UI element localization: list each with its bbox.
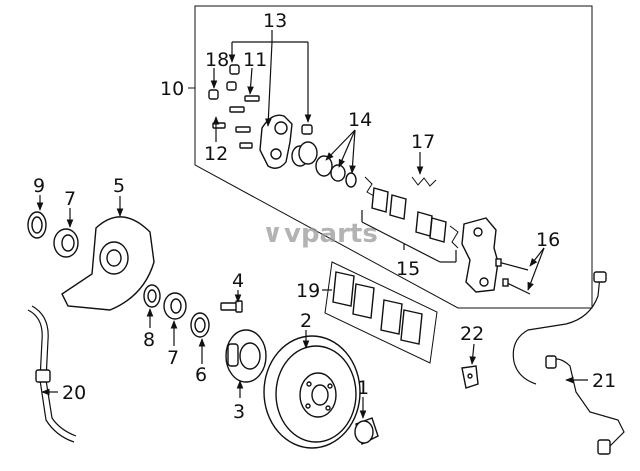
callout-1: 1 <box>357 377 369 399</box>
callout-5: 5 <box>113 175 125 197</box>
callout-22: 22 <box>460 323 484 345</box>
brake-rotor <box>263 335 361 449</box>
callout-4: 4 <box>232 270 244 292</box>
dust-shield <box>61 216 155 311</box>
callout-20: 20 <box>62 382 86 404</box>
brake-pads <box>332 271 423 345</box>
caliper-bracket <box>461 217 499 293</box>
callout-2: 2 <box>300 310 312 332</box>
callout-6: 6 <box>195 364 207 386</box>
callout-14: 14 <box>348 109 372 131</box>
wheel-hub <box>225 329 267 383</box>
caliper-body <box>259 114 293 169</box>
callout-7-upper: 7 <box>64 188 76 210</box>
callout-3: 3 <box>233 401 245 423</box>
sensor-bracket <box>461 365 479 389</box>
watermark-text: vparts <box>284 219 378 249</box>
anti-rattle-clips <box>364 176 459 249</box>
caliper-bolts <box>208 64 313 149</box>
callout-9: 9 <box>33 175 45 197</box>
callout-21: 21 <box>592 370 616 392</box>
callout-7-lower: 7 <box>167 347 179 369</box>
abs-sensor-wire <box>512 271 625 455</box>
callout-12: 12 <box>204 143 228 165</box>
caliper-kit-outline <box>188 5 593 309</box>
callout-13: 13 <box>263 10 287 32</box>
caliper-kit-pads <box>371 187 447 243</box>
watermark-prefix: ∨ <box>262 219 283 249</box>
callout-10: 10 <box>160 78 184 100</box>
dust-cap <box>354 417 379 445</box>
wheel-stud <box>220 300 243 313</box>
seals-and-bearings <box>27 211 210 338</box>
caliper-piston <box>291 141 357 188</box>
callout-19: 19 <box>296 280 320 302</box>
callout-16: 16 <box>536 229 560 251</box>
brake-hose <box>27 305 77 443</box>
callout-17: 17 <box>411 131 435 153</box>
leader-lines <box>36 30 588 419</box>
vparts-watermark: ∨ vparts <box>262 219 378 249</box>
brake-pad-set-outline <box>324 261 438 364</box>
guide-pins <box>495 258 531 295</box>
callout-18: 18 <box>205 49 229 71</box>
callout-15: 15 <box>396 258 420 280</box>
callout-11: 11 <box>243 49 267 71</box>
callout-8: 8 <box>143 329 155 351</box>
callout-labels: 10 13 18 11 12 14 17 16 15 19 9 7 5 4 2 … <box>33 10 616 423</box>
